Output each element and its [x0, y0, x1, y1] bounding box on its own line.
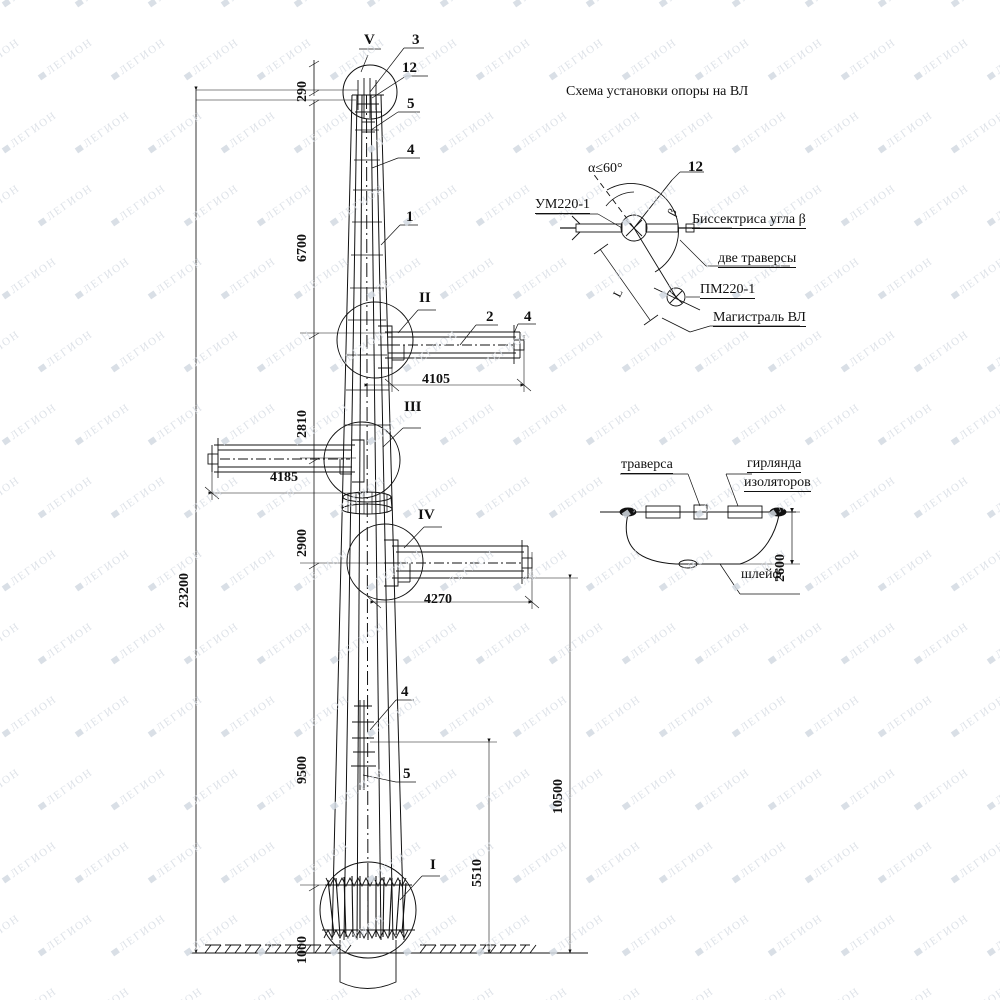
leader-lines: [359, 47, 536, 901]
pos-1-shaft: 1: [406, 209, 414, 225]
detail-iii: III: [404, 399, 422, 415]
dim-2900: 2900: [295, 529, 310, 557]
angle-beta-label: β: [664, 206, 680, 218]
angle-alpha-label: α≤60°: [588, 161, 623, 176]
pole-shaft: [331, 94, 405, 941]
callout-um220: УМ220-1: [535, 197, 591, 214]
pos-2-traverse: 2: [486, 309, 494, 325]
pos-12-top: 12: [402, 60, 417, 76]
pos-5-top: 5: [407, 96, 415, 112]
detail-v: V: [364, 32, 375, 48]
dimension-lines: [194, 60, 578, 954]
pos-4-top: 4: [407, 142, 415, 158]
detail-iv: IV: [418, 507, 435, 523]
detail-circle-ii: [336, 301, 414, 379]
label-garland-1: гирлянда: [747, 456, 802, 473]
label-traverse: траверса: [621, 457, 673, 474]
traverse-level-3: [207, 438, 365, 483]
pole-bracing: [345, 129, 390, 426]
dim-1000: 1000: [295, 936, 310, 964]
scheme-installation-graphic: [560, 171, 701, 333]
pole-flange-joint: [341, 491, 393, 515]
dim-10500: 10500: [551, 779, 566, 814]
dim-9500: 9500: [295, 756, 310, 784]
dim-290: 290: [295, 81, 310, 102]
length-l-label: L: [609, 286, 626, 300]
dim-5510: 5510: [470, 859, 485, 887]
callout-pm220: ПМ220-1: [700, 282, 756, 299]
label-garland-2: изоляторов: [744, 475, 811, 492]
pole-head-fitting: [352, 78, 384, 133]
dim-4105: 4105: [422, 372, 450, 387]
callout-two-traverses: две траверсы: [718, 251, 797, 268]
detail-circle-iii: [323, 421, 401, 499]
detail-i: I: [430, 857, 436, 873]
detail-circle-v: [342, 64, 398, 120]
dim-2810: 2810: [295, 410, 310, 438]
dim-4185: 4185: [270, 470, 298, 485]
detail-circle-iv: [346, 523, 424, 601]
traverse-level-4: [384, 539, 533, 587]
pos-3-top: 3: [412, 32, 420, 48]
label-loop: шлейф: [741, 567, 782, 582]
detail-circle-i: [319, 861, 417, 959]
detail-ii: II: [419, 290, 431, 306]
dim-4270: 4270: [424, 592, 452, 607]
scheme-installation-title: Схема установки опоры на ВЛ: [566, 84, 749, 99]
ground-hatch: [204, 944, 537, 954]
dim-23200: 23200: [177, 573, 192, 608]
callout-bisector: Биссектриса угла β: [692, 212, 806, 229]
pos-4-traverse: 4: [524, 309, 532, 325]
callout-vl-line: Магистраль ВЛ: [713, 310, 806, 327]
callout-12: 12: [688, 159, 703, 175]
dim-6700: 6700: [295, 234, 310, 262]
pos-5-lower: 5: [403, 766, 411, 782]
dim-2600: 2600: [773, 554, 788, 582]
pos-4-lower: 4: [401, 684, 409, 700]
